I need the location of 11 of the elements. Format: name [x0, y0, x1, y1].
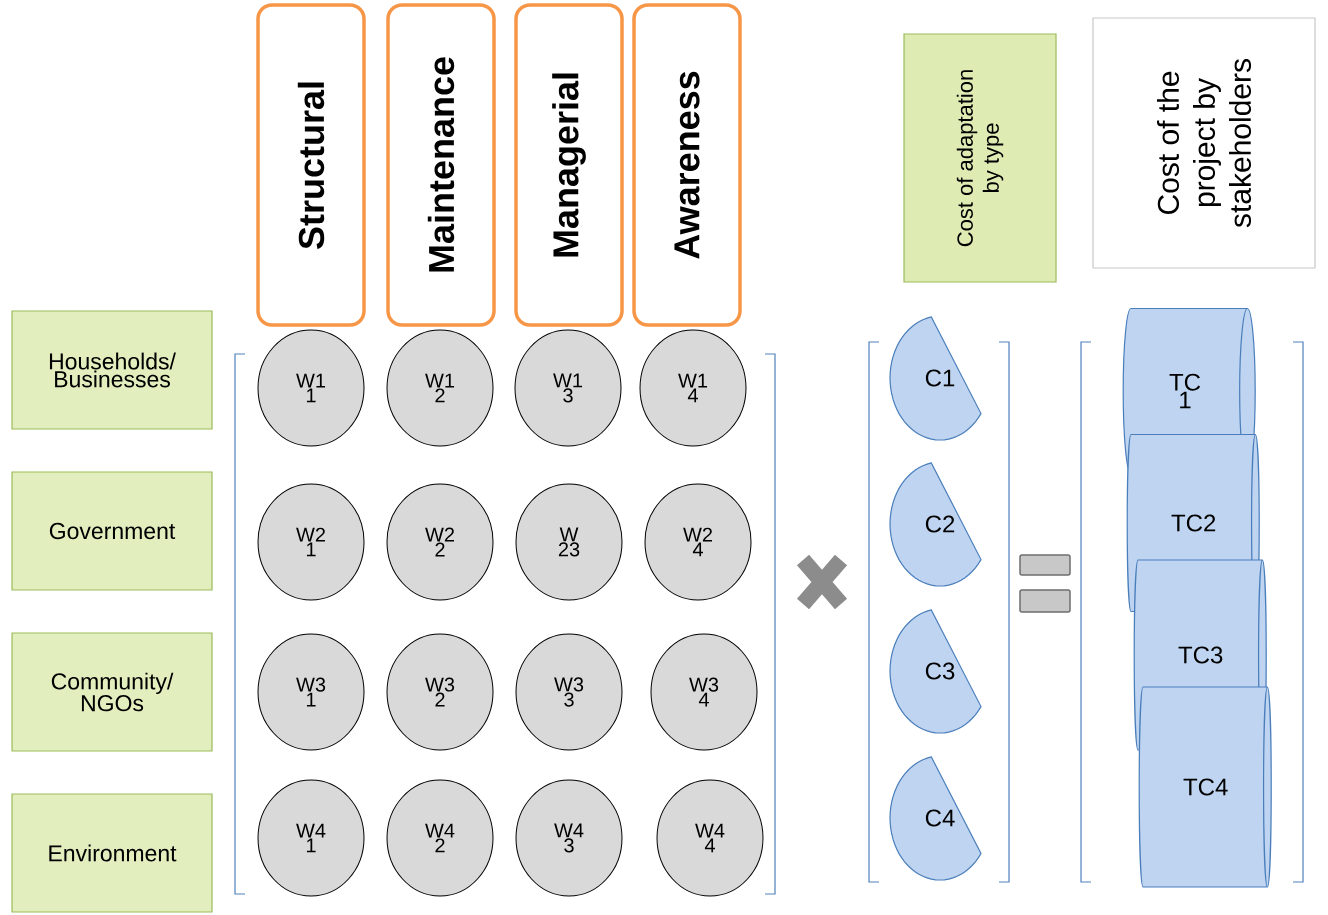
category-box: Managerial — [514, 3, 624, 327]
stakeholder-box: Environment — [11, 793, 213, 913]
heading-box: Cost of the project by stakeholders — [1092, 17, 1316, 269]
category-box: Structural — [256, 3, 366, 327]
heading-box: Cost of adaptation by type — [903, 33, 1057, 283]
total-cost-cylinder: TC4 — [1138, 686, 1272, 888]
category-box: Awareness — [632, 3, 742, 327]
stakeholder-box: Government — [11, 471, 213, 591]
stakeholder-box: Households/ Businesses — [11, 310, 213, 430]
category-box: Maintenance — [386, 3, 496, 327]
stakeholder-box: Community/ NGOs — [11, 632, 213, 752]
